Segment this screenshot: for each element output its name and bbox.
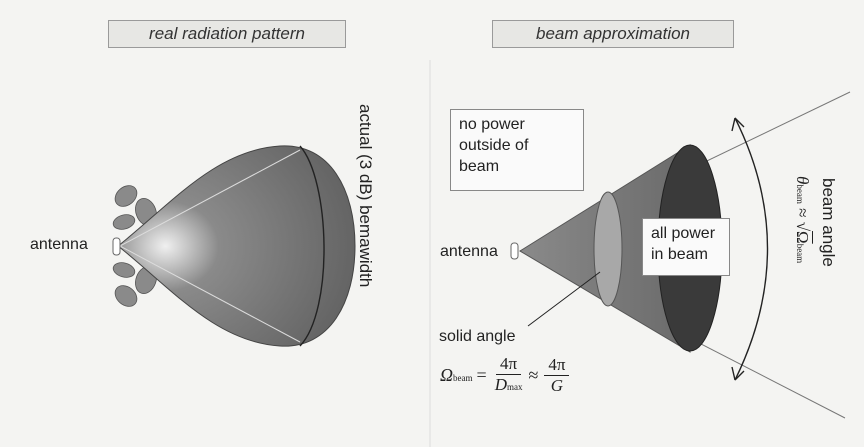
all-power-line-1: all power: [651, 225, 716, 242]
omega-beam-formula: Ωbeam = 4π Dmax ≈ 4π G: [440, 354, 573, 397]
side-lobe-upper-a: [114, 185, 138, 207]
fraction-dmax-denominator: Dmax: [495, 375, 523, 397]
side-lobe-upper-c: [112, 214, 136, 230]
right-antenna-shape: [510, 242, 519, 260]
beam-angle-theta-sub: beam: [795, 184, 805, 204]
dmax-symbol: D: [494, 375, 507, 394]
beamwidth-label: actual (3 dB) bemawidth: [356, 104, 375, 288]
left-antenna-label: antenna: [30, 236, 88, 253]
all-power-line-2: in beam: [651, 246, 708, 263]
beam-angle-omega-sub: beam: [795, 243, 805, 264]
omega-equals: =: [476, 365, 487, 385]
solid-angle-label: solid angle: [439, 328, 516, 345]
no-power-line-2: outside of: [459, 137, 529, 154]
solid-angle-ellipse: [593, 191, 623, 307]
omega-lhs-sub: beam: [453, 373, 473, 383]
all-power-note: all power in beam: [642, 218, 730, 276]
side-lobe-lower-c: [112, 262, 136, 278]
beam-angle-arrow-top: [731, 117, 745, 132]
beam-angle-arrow-bottom: [731, 366, 745, 381]
omega-approx: ≈: [528, 365, 539, 385]
main-lobe-contour: [299, 145, 325, 347]
left-panel-title: real radiation pattern: [108, 20, 346, 48]
no-power-note: no power outside of beam: [450, 109, 584, 191]
left-antenna-shape: [112, 237, 121, 256]
beamwidth-line-upper: [119, 149, 301, 247]
main-lobe: [117, 145, 356, 347]
beam-angle-label: beam angle: [819, 178, 838, 267]
fraction-dmax-numerator: 4π: [496, 354, 522, 375]
beam-angle-approx: ≈: [793, 208, 812, 218]
fraction-dmax: 4π Dmax: [495, 354, 523, 397]
right-antenna-label: antenna: [440, 243, 498, 260]
side-lobe-lower-a: [114, 285, 138, 307]
fraction-gain-denominator: G: [550, 376, 564, 395]
beam-angle-sqrt: √: [793, 221, 812, 232]
solid-angle-pointer: [527, 271, 601, 327]
beam-angle-omega: Ω: [793, 231, 812, 244]
fraction-gain-numerator: 4π: [544, 355, 570, 376]
omega-symbol: Ωbeam: [440, 365, 473, 386]
dmax-sub: max: [506, 382, 523, 392]
fraction-gain: 4π G: [544, 355, 570, 396]
beamwidth-line-lower: [119, 245, 301, 343]
no-power-line-1: no power: [459, 116, 525, 133]
no-power-line-3: beam: [459, 158, 500, 175]
beam-angle-arc: [734, 117, 769, 381]
omega-lhs: Ω: [440, 365, 454, 385]
beam-angle-formula: θbeam ≈ √Ωbeam: [792, 176, 812, 263]
right-panel-title: beam approximation: [492, 20, 734, 48]
